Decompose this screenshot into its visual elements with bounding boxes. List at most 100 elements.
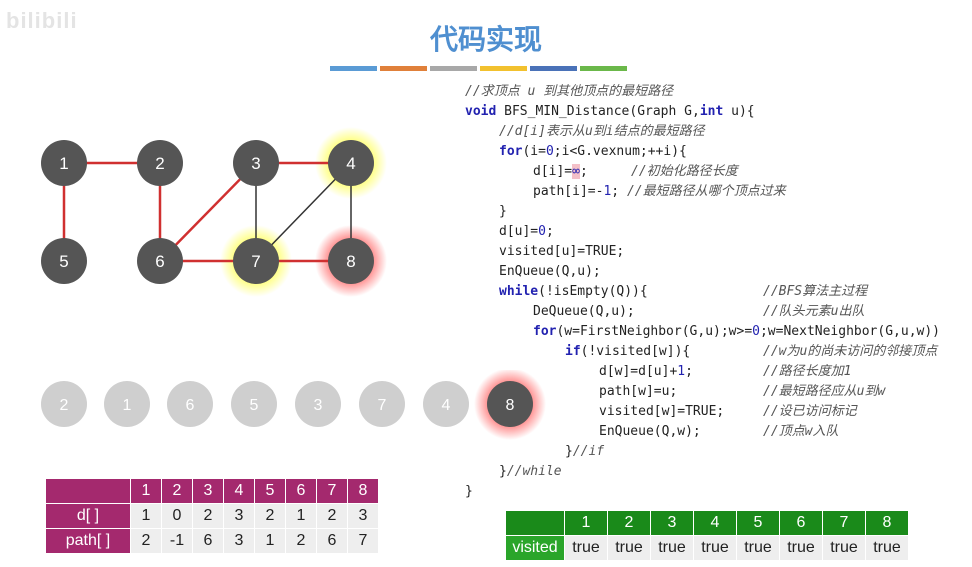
code-line: path[i]=-1; //最短路径从哪个顶点过来 [533, 184, 786, 199]
code-comment: //w为u的尚未访问的邻接顶点 [763, 344, 938, 359]
code-line: } [465, 484, 473, 499]
code-comment: //最短路径应从u到w [763, 384, 886, 399]
table-cell: 3 [347, 503, 379, 529]
code-line: d[i]=∞; [533, 164, 588, 179]
code-line: DeQueue(Q,u); [533, 304, 635, 319]
color-bar-segment [530, 66, 577, 71]
table-cell: -1 [161, 528, 193, 554]
graph-node-5: 5 [41, 238, 87, 284]
queue-label: 6 [186, 397, 195, 414]
table-header-row: 1 2 3 4 5 6 7 8 [505, 510, 909, 536]
code-line: for(i=0;i<G.vexnum;++i){ [499, 144, 687, 159]
node-label: 8 [346, 252, 355, 271]
table-cell: 2 [130, 528, 162, 554]
queue-label: 2 [60, 397, 69, 414]
table-corner [505, 510, 565, 536]
code-line: EnQueue(Q,u); [499, 264, 601, 279]
code-line: //求顶点 u 到其他顶点的最短路径 [465, 84, 674, 99]
row-label-path: path[ ] [45, 528, 131, 554]
page-title: 代码实现 [429, 23, 542, 56]
code-comment: //路径长度加1 [763, 364, 852, 379]
node-label: 3 [251, 154, 260, 173]
table-header-cell: 2 [607, 510, 651, 536]
color-accent-bar [330, 66, 627, 71]
queue-label: 7 [378, 397, 387, 414]
code-line: visited[w]=TRUE; [599, 404, 725, 419]
code-comment: //初始化路径长度 [631, 164, 738, 179]
node-label: 2 [155, 154, 164, 173]
queue-label: 5 [250, 397, 259, 414]
code-comment: //设已访问标记 [763, 404, 857, 419]
table-header-cell: 1 [130, 478, 162, 504]
queue-item: 5 [231, 381, 277, 427]
table-header-cell: 2 [161, 478, 193, 504]
table-header-cell: 3 [650, 510, 694, 536]
table-cell: true [564, 535, 608, 561]
code-line: EnQueue(Q,w); [599, 424, 701, 439]
table-cell: 2 [254, 503, 286, 529]
table-cell: 6 [192, 528, 224, 554]
table-header-cell: 8 [865, 510, 909, 536]
graph-node-7: 7 [233, 238, 279, 284]
table-header-cell: 4 [223, 478, 255, 504]
code-line: } [499, 204, 507, 219]
table-row-d: d[ ] 1 0 2 3 2 1 2 3 [45, 503, 379, 529]
graph-node-3: 3 [233, 140, 279, 186]
table-cell: 7 [347, 528, 379, 554]
graph-node-6: 6 [137, 238, 183, 284]
table-cell: 0 [161, 503, 193, 529]
queue-label: 4 [442, 397, 451, 414]
queue-item: 7 [359, 381, 405, 427]
table-header-cell: 3 [192, 478, 224, 504]
code-comment: //顶点w入队 [763, 424, 839, 439]
code-comment: //队头元素u出队 [763, 304, 865, 319]
queue-item: 3 [295, 381, 341, 427]
queue-item-active: 8 [487, 381, 533, 427]
watermark: bilibili [6, 8, 78, 33]
table-cell: 1 [285, 503, 317, 529]
table-cell: 3 [223, 528, 255, 554]
node-label: 6 [155, 252, 164, 271]
node-label: 7 [251, 252, 260, 271]
queue-label: 1 [123, 397, 132, 414]
table-header-cell: 6 [779, 510, 823, 536]
code-line: d[u]=0; [499, 224, 554, 239]
color-bar-segment [330, 66, 377, 71]
table-cell: 1 [130, 503, 162, 529]
graph-node-1: 1 [41, 140, 87, 186]
table-cell: true [607, 535, 651, 561]
code-line: if(!visited[w]){ [565, 344, 691, 359]
table-header-cell: 6 [285, 478, 317, 504]
queue-item: 2 [41, 381, 87, 427]
code-line: d[w]=d[u]+1; [599, 364, 693, 379]
table-header-cell: 8 [347, 478, 379, 504]
table-header-cell: 1 [564, 510, 608, 536]
table-cell: 3 [223, 503, 255, 529]
graph-node-8: 8 [328, 238, 374, 284]
graph-node-4: 4 [328, 140, 374, 186]
code-line: visited[u]=TRUE; [499, 244, 625, 259]
color-bar-segment [480, 66, 527, 71]
table-cell: true [865, 535, 909, 561]
distance-path-table: 1 2 3 4 5 6 7 8 d[ ] 1 0 2 3 2 1 2 3 pat… [45, 478, 379, 554]
color-bar-segment [430, 66, 477, 71]
color-bar-segment [380, 66, 427, 71]
queue-item: 4 [423, 381, 469, 427]
visited-table: 1 2 3 4 5 6 7 8 visited true true true t… [505, 510, 909, 561]
table-cell: 2 [192, 503, 224, 529]
table-header-cell: 7 [316, 478, 348, 504]
table-header-cell: 5 [254, 478, 286, 504]
table-header-row: 1 2 3 4 5 6 7 8 [45, 478, 379, 504]
queue-item: 1 [104, 381, 150, 427]
color-bar-segment [580, 66, 627, 71]
node-label: 1 [59, 154, 68, 173]
node-label: 4 [346, 154, 355, 173]
graph-diagram: 1 2 3 4 5 6 7 8 [41, 127, 387, 297]
table-header-cell: 5 [736, 510, 780, 536]
table-cell: true [650, 535, 694, 561]
table-cell: 2 [285, 528, 317, 554]
code-line: for(w=FirstNeighbor(G,u);w>=0;w=NextNeig… [533, 324, 940, 339]
code-line: }//while [499, 464, 562, 479]
graph-node-2: 2 [137, 140, 183, 186]
table-corner [45, 478, 131, 504]
